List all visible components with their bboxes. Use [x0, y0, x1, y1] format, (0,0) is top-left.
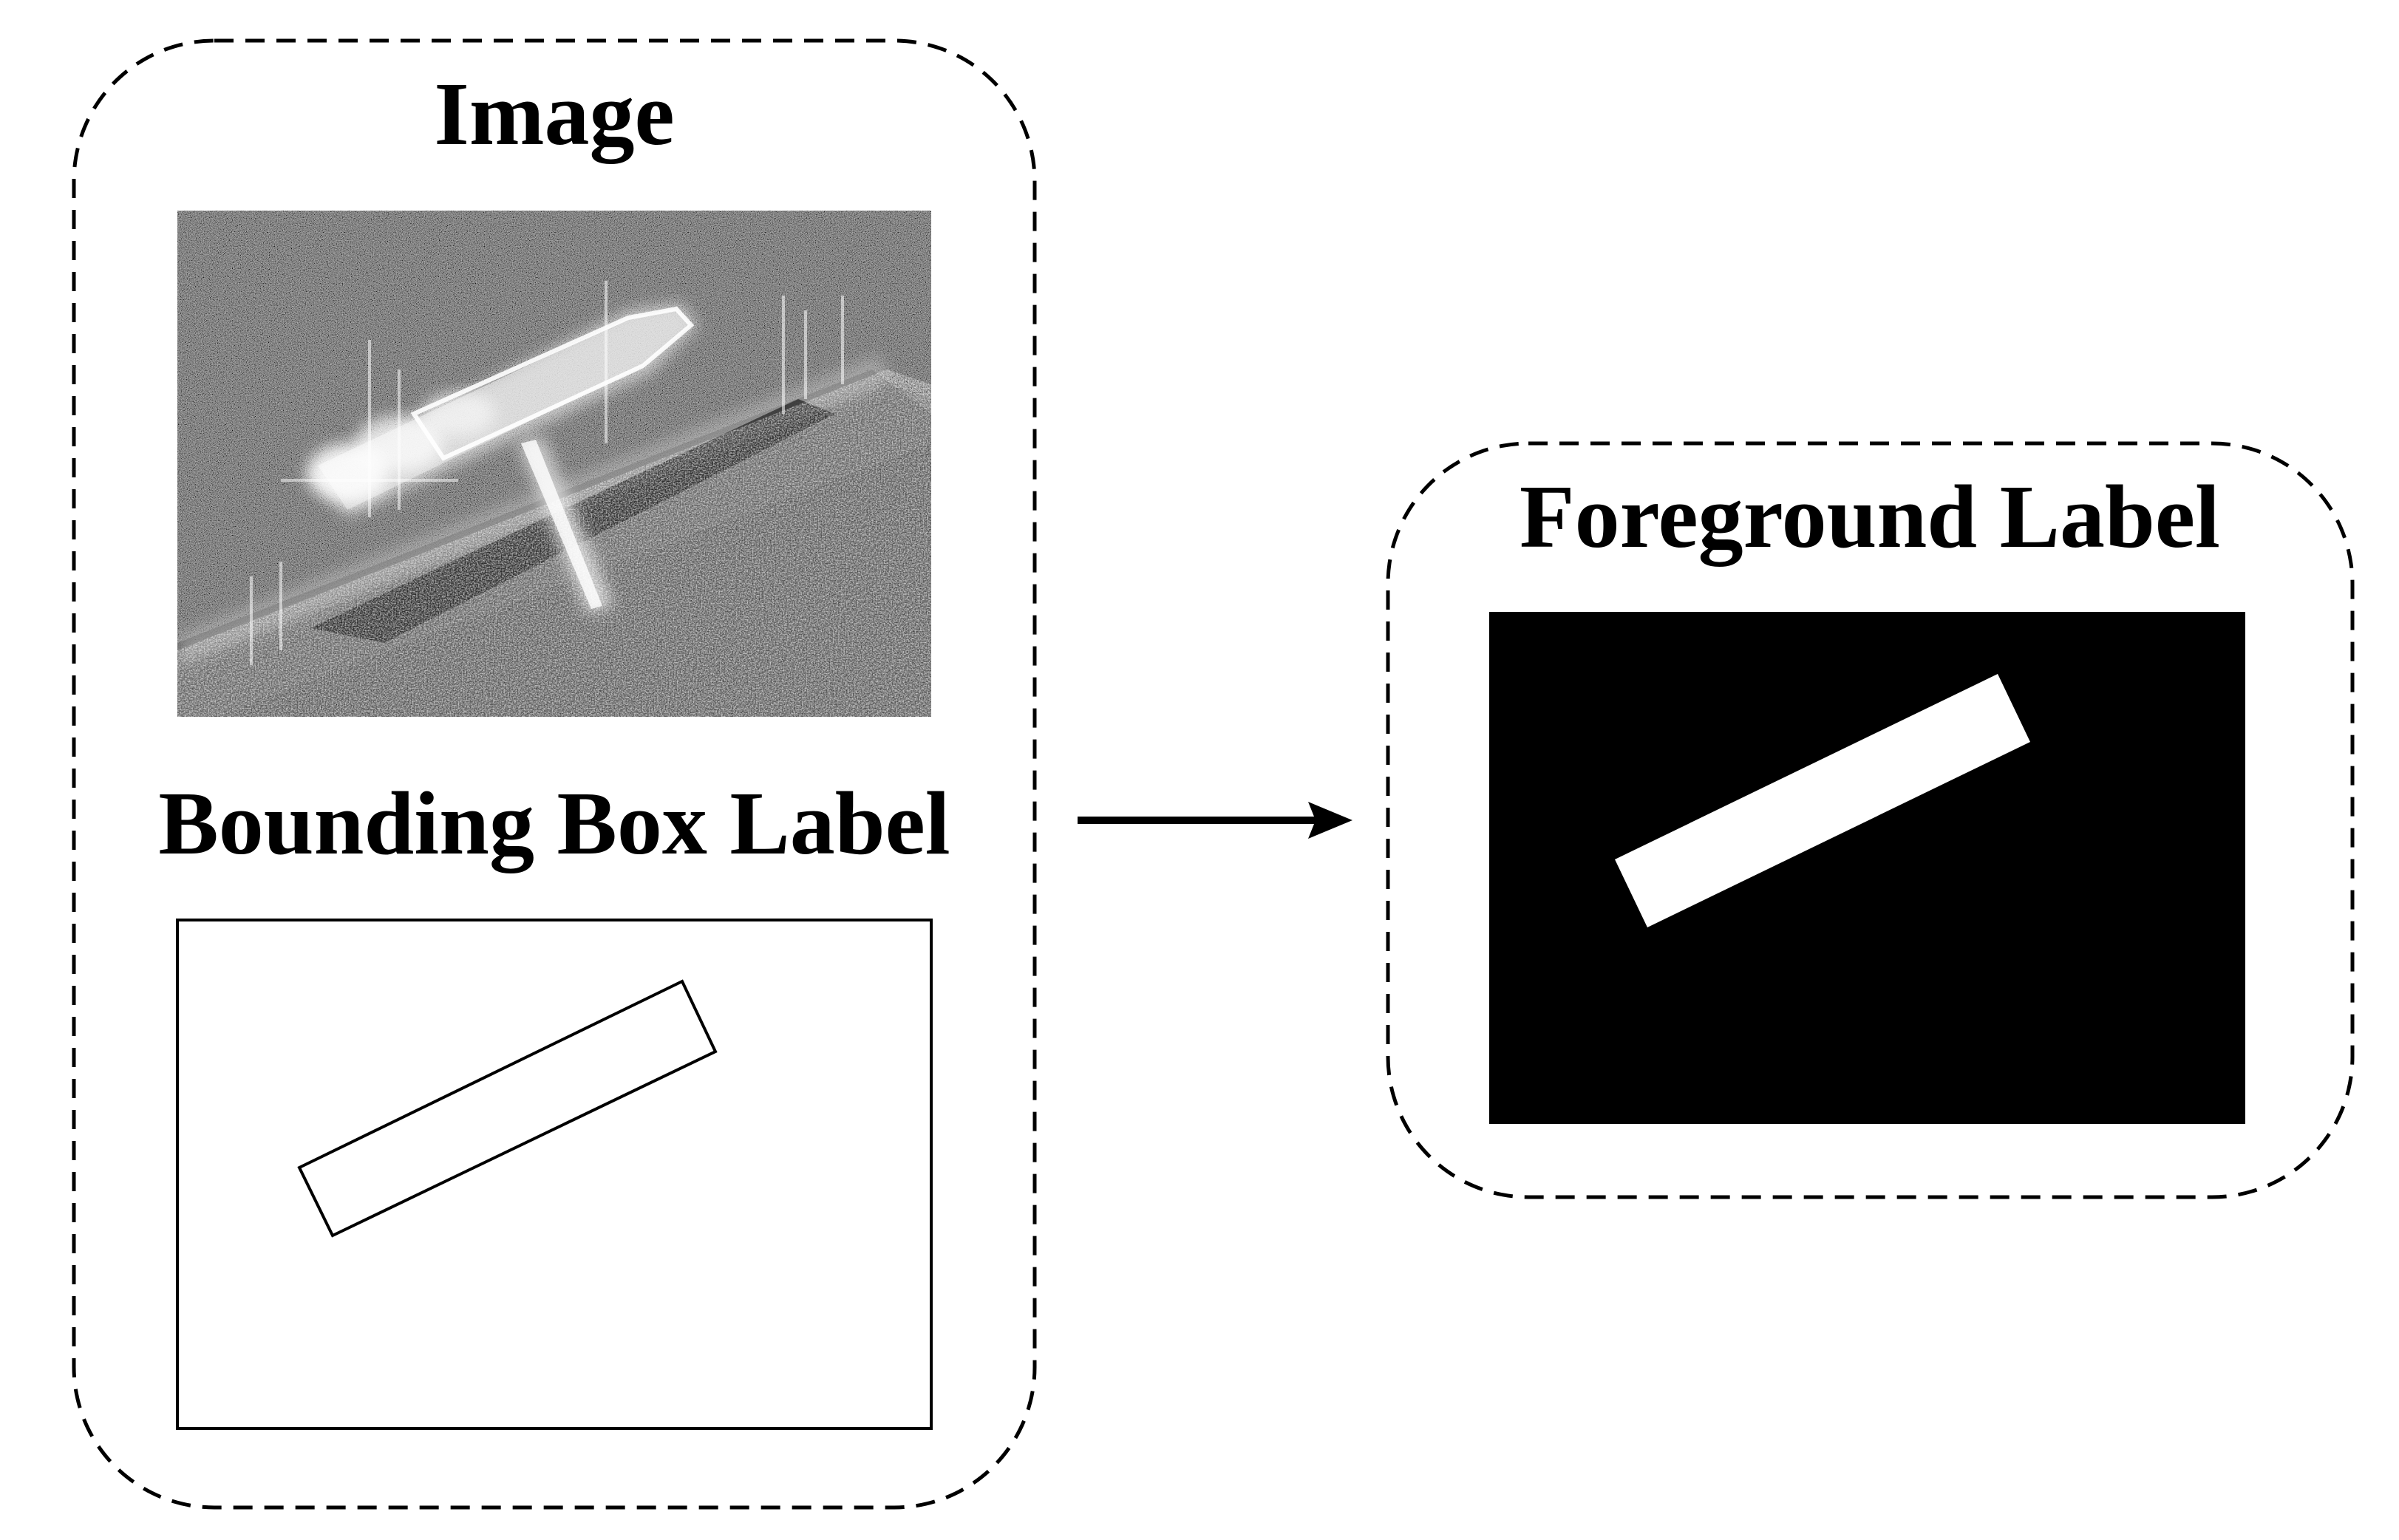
- foreground-label-title: Foreground Label: [1520, 467, 2220, 567]
- output-panel-frame: [1386, 441, 2355, 1199]
- foreground-label-canvas: [1489, 612, 2245, 1124]
- sar-ship-image: [177, 211, 931, 717]
- bounding-box-label-title: Bounding Box Label: [158, 774, 950, 873]
- rotated-bounding-box: [297, 979, 718, 1238]
- foreground-mask: [1615, 674, 2030, 927]
- input-panel-frame: [72, 38, 1037, 1510]
- image-title: Image: [434, 64, 674, 164]
- bounding-box-label-canvas: [176, 919, 933, 1430]
- conversion-arrow: [1078, 802, 1352, 839]
